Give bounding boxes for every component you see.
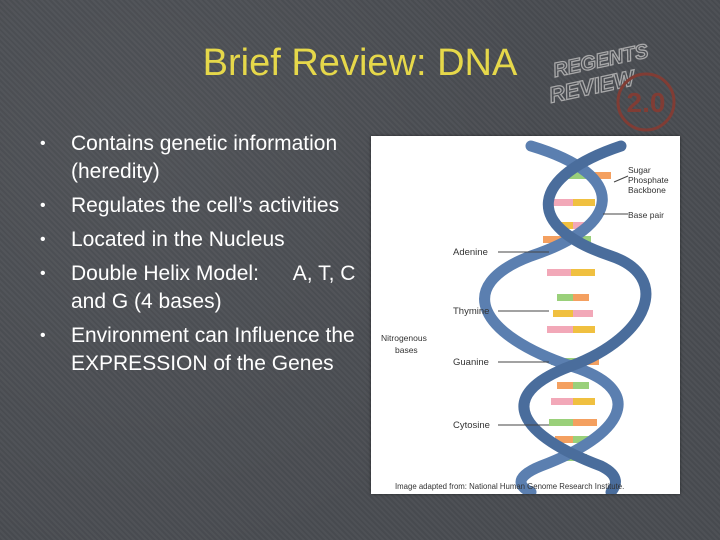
bullet-dot-icon: • [40,231,46,248]
base-pair-g [573,436,591,443]
bullet-item: • Contains genetic information (heredity) [30,130,360,186]
label-backbone: Backbone [628,185,666,195]
label-thymine: Thymine [453,306,489,317]
base-pair-c [555,436,573,443]
base-pair-a [551,398,573,405]
label-sugar: Sugar [628,165,651,175]
bullet-text: Located in the Nucleus [71,228,285,251]
dna-double-helix-diagram: Sugar Phosphate Backbone Base pair Adeni… [381,140,669,494]
base-pair-a [547,269,571,276]
dna-figure: Sugar Phosphate Backbone Base pair Adeni… [371,136,680,494]
bullet-item: • Regulates the cell’s activities [30,192,360,220]
logo-badge-text: 2.0 [627,87,666,118]
bullet-text: Contains genetic information (heredity) [71,132,338,183]
base-pair-t [573,326,595,333]
bullet-item: • Double Helix Model: A, T, C and G (4 ba… [30,260,360,316]
base-pair-t [571,269,595,276]
base-pair-a [573,310,593,317]
bullet-text: Double Helix Model: A, T, C and G (4 bas… [71,262,362,313]
base-pair-c [573,419,597,426]
bullet-item: • Located in the Nucleus [30,226,360,254]
base-pair-c [543,236,569,243]
base-pair-g [573,382,589,389]
bullet-text: Environment can Influence the EXPRESSION… [71,324,355,375]
dna-strand-2 [518,140,652,494]
base-pair-a [547,326,573,333]
label-phosphate: Phosphate [628,175,669,185]
base-pair-t [553,310,573,317]
bullet-dot-icon: • [40,265,46,282]
bullet-dot-icon: • [40,135,46,152]
bullet-item: • Environment can Influence the EXPRESSIO… [30,322,360,378]
regents-review-logo: REGENTS REVIEW 2.0 [548,40,676,132]
base-pair-g [549,419,573,426]
label-nitrogenous: Nitrogenous [381,333,427,343]
base-pair-g [563,172,593,179]
logo-badge-ring [616,72,676,132]
bullet-dot-icon: • [40,197,46,214]
bullet-text: Regulates the cell’s activities [71,194,340,217]
slide-title: Brief Review: DNA [202,42,518,84]
label-base-pair: Base pair [628,210,664,220]
label-guanine: Guanine [453,357,489,368]
pointer-lines [498,175,629,426]
base-pair-t [573,398,595,405]
label-bases: bases [395,345,418,355]
label-cytosine: Cytosine [453,420,490,431]
base-pair-c [557,382,573,389]
base-pair-c [593,172,611,179]
bullet-list: • Contains genetic information (heredity)… [30,130,360,384]
label-adenine: Adenine [453,247,488,258]
figure-caption: Image adapted from: National Human Genom… [395,482,624,491]
base-pair-t [573,199,595,206]
base-pair-c [573,294,589,301]
bullet-dot-icon: • [40,327,46,344]
base-pair-g [557,294,573,301]
base-pair-a [573,222,587,229]
base-pair-a [551,199,573,206]
dna-strand-1 [479,140,624,494]
